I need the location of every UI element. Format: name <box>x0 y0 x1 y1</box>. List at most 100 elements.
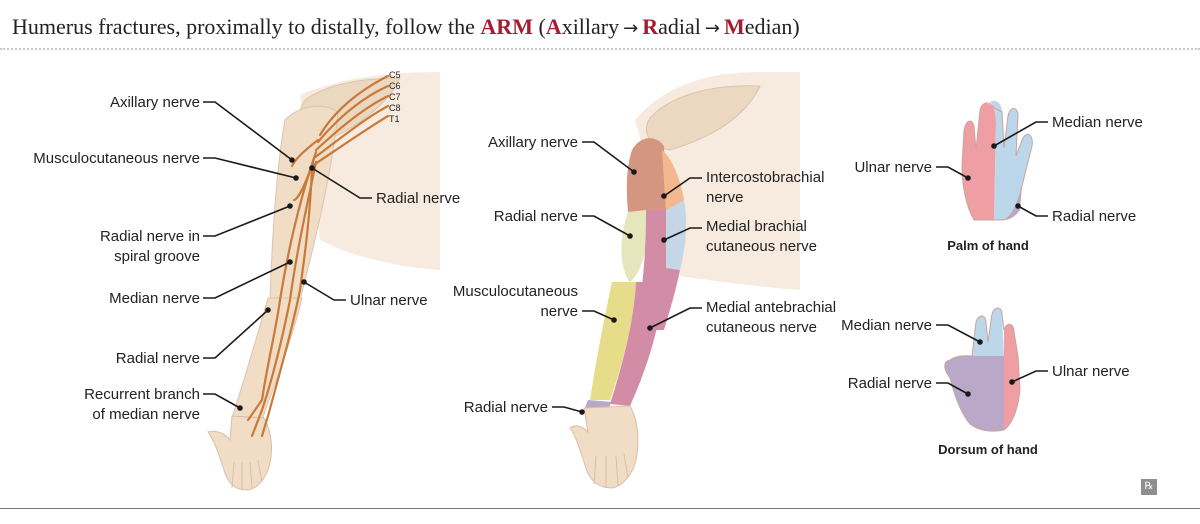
dot-palm-ulnar <box>965 175 971 181</box>
title-close-paren: ) <box>792 14 800 39</box>
root-c5: C5 <box>389 70 401 80</box>
zone-radial-upper <box>621 210 648 282</box>
label-intercosto-line2: nerve <box>706 189 744 206</box>
palm-labels: Median nerve Ulnar nerve Radial nerve <box>854 114 1142 225</box>
label-radial-hand-mid: Radial nerve <box>464 399 548 416</box>
zone-intercostobrachial <box>662 150 684 212</box>
title-r-rest: adial <box>658 14 701 39</box>
leader-dorsum-median <box>936 324 981 343</box>
dot-ulnar-left <box>301 279 307 285</box>
leader-spiral-groove <box>203 205 291 237</box>
root-c6-path <box>316 84 390 144</box>
dot-axillary-left <box>289 157 295 163</box>
leader-musculo-mid <box>582 310 615 321</box>
leader-median-left <box>203 261 291 299</box>
label-musculocutaneous-left: Musculocutaneous nerve <box>33 150 200 167</box>
dot-dorsum-ulnar <box>1009 379 1015 385</box>
title-arrow-2: → <box>704 18 720 39</box>
zone-medial-antebrachial <box>610 282 664 406</box>
left-hand <box>207 415 272 491</box>
dot-musculo-mid <box>611 317 617 323</box>
title-bar: Humerus fractures, proximally to distall… <box>0 0 1200 50</box>
zone-musculocutaneous <box>590 282 636 400</box>
dot-dorsum-radial <box>965 391 971 397</box>
label-dorsum-radial: Radial nerve <box>848 375 932 392</box>
label-medial-brachial-line1: Medial brachial <box>706 218 807 235</box>
title-m-letter: M <box>723 14 745 39</box>
leader-radial-mid <box>582 215 631 237</box>
median-nerve-path <box>250 160 318 438</box>
dot-palm-radial <box>1015 203 1021 209</box>
page-title: Humerus fractures, proximally to distall… <box>12 14 800 40</box>
palm-outline <box>961 102 1033 221</box>
leader-palm-radial <box>1017 205 1048 217</box>
left-upper-arm <box>269 105 339 301</box>
dot-palm-median <box>991 143 997 149</box>
dorsum-caption: Dorsum of hand <box>938 442 1038 457</box>
dot-radial-mid <box>627 233 633 239</box>
leader-musculocutaneous-left <box>203 157 297 179</box>
leader-radial-hand-mid <box>552 406 583 413</box>
root-c8: C8 <box>389 103 401 113</box>
leader-radial-upper <box>311 167 372 199</box>
label-medial-ante-line2: cutaneous nerve <box>706 319 817 336</box>
dot-radial-hand-mid <box>579 409 585 415</box>
axillary-nerve-path <box>290 138 320 168</box>
label-axillary-nerve-left: Axillary nerve <box>110 94 200 111</box>
label-ulnar-nerve-left: Ulnar nerve <box>350 292 428 309</box>
palm-caption: Palm of hand <box>947 238 1029 253</box>
dot-musculocutaneous-left <box>293 175 299 181</box>
ulnar-nerve-path <box>260 166 314 438</box>
dot-recurrent <box>237 405 243 411</box>
musculocutaneous-nerve-path <box>292 150 318 202</box>
dot-radial-forearm <box>265 307 271 313</box>
label-radial-nerve-upper: Radial nerve <box>376 190 460 207</box>
label-recurrent-line2: of median nerve <box>92 406 200 423</box>
dot-radial-upper <box>309 165 315 171</box>
title-arrow-1: → <box>623 18 639 39</box>
title-a-rest: xillary <box>561 14 620 39</box>
leader-intercosto <box>663 177 702 197</box>
left-labels: Axillary nerve Musculocutaneous nerve Ra… <box>33 94 460 423</box>
title-prefix: Humerus fractures, proximally to distall… <box>12 14 481 39</box>
label-palm-median: Median nerve <box>1052 114 1143 131</box>
dot-spiral-groove <box>287 203 293 209</box>
palm-median-zone <box>990 100 1033 220</box>
middle-labels: Axillary nerve Radial nerve Musculocutan… <box>453 134 836 416</box>
leader-palm-median <box>993 121 1048 147</box>
title-m-rest: edian <box>744 14 793 39</box>
root-c7: C7 <box>389 92 401 102</box>
dot-intercosto <box>661 193 667 199</box>
label-axillary-nerve-mid: Axillary nerve <box>488 134 578 151</box>
leader-dorsum-ulnar <box>1011 370 1048 383</box>
label-musculo-line1: Musculocutaneous <box>453 283 578 300</box>
leader-ulnar-left <box>303 281 346 301</box>
title-a-letter: A <box>545 14 562 39</box>
dot-medial-brachial <box>661 237 667 243</box>
leader-recurrent <box>203 393 241 409</box>
label-median-nerve-left: Median nerve <box>109 290 200 307</box>
dorsum-hand-illustration: Dorsum of hand <box>938 307 1038 457</box>
leader-medial-ante <box>649 307 702 329</box>
root-c8-path <box>312 104 390 160</box>
label-intercosto-line1: Intercostobrachial <box>706 169 824 186</box>
left-finger-lines <box>231 459 263 490</box>
label-palm-radial: Radial nerve <box>1052 208 1136 225</box>
root-c5-path <box>318 74 390 137</box>
leader-axillary-mid <box>582 141 635 173</box>
dot-dorsum-median <box>977 339 983 345</box>
label-spiral-line1: Radial nerve in <box>100 228 200 245</box>
root-t1: T1 <box>389 114 400 124</box>
palm-ulnar-zone <box>962 103 996 220</box>
left-forearm <box>231 297 303 421</box>
dot-axillary-mid <box>631 169 637 175</box>
middle-arm-illustration <box>569 72 800 489</box>
dorsum-labels: Median nerve Radial nerve Ulnar nerve <box>841 317 1130 397</box>
radial-nerve-path <box>246 156 316 422</box>
dot-medial-ante <box>647 325 653 331</box>
title-acronym: ARM <box>480 14 533 39</box>
zone-axillary <box>626 138 666 212</box>
dorsum-ulnar-zone <box>1004 324 1020 430</box>
title-open-paren: ( <box>532 14 546 39</box>
